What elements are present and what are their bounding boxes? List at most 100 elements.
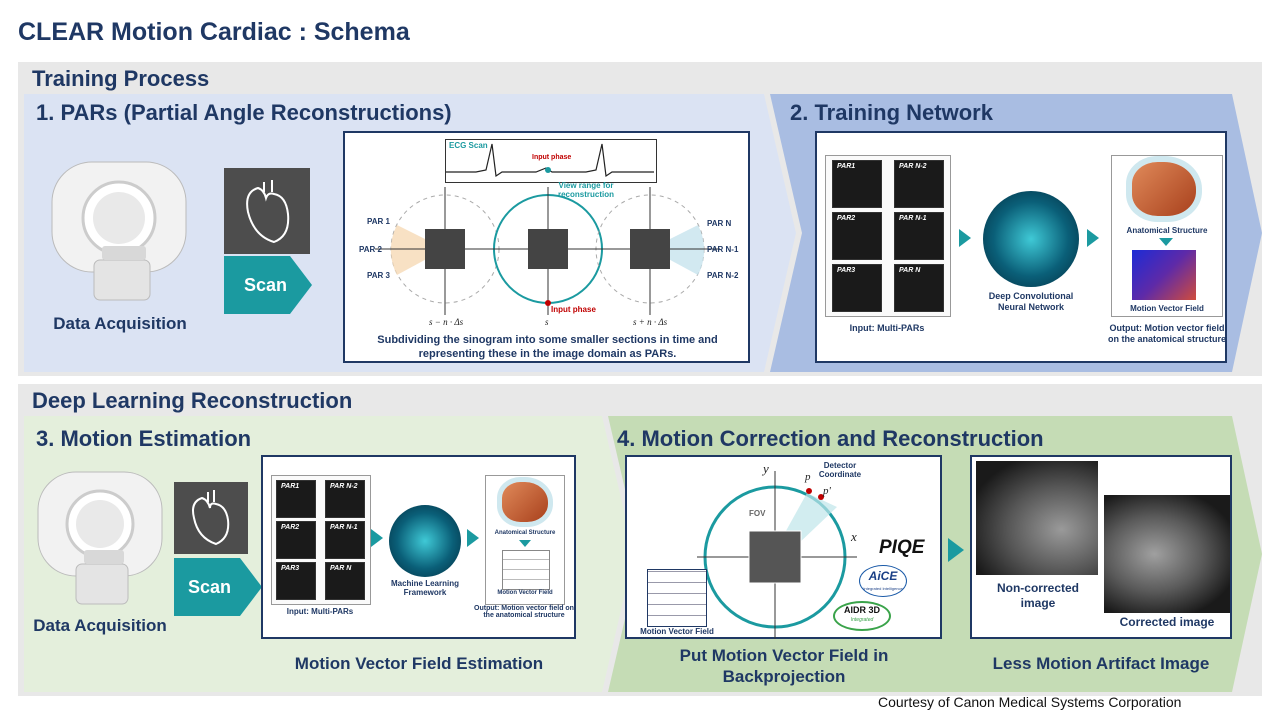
motion-estimation-panel: PAR1 PAR N-2 PAR2 PAR N-1 PAR3 PAR N Inp… [261,455,576,639]
axis-label-mid: s [545,317,549,327]
ecg-input-phase: Input phase [532,154,572,161]
fov-label: FOV [749,509,766,518]
mvf-cube-image [647,569,707,627]
par-thumb: PAR N-1 [894,212,944,260]
view-range-label: View range for reconstruction [557,181,614,199]
down-arrow-icon [519,540,531,547]
par-left-2: PAR 2 [359,245,382,254]
heart-3d-image [1132,162,1196,216]
arrow-right-icon [948,538,964,562]
par-right-1: PAR N [707,219,732,228]
output-box: Anatomical Structure Motion Vector Field [1111,155,1223,317]
par-thumb: PAR N-2 [894,160,944,208]
par-thumb: PAR3 [276,562,316,600]
network-label: Machine Learning Framework [390,579,459,597]
anatomical-label: Anatomical Structure [1126,226,1208,235]
arrow-right-icon [959,229,971,247]
piqe-label: PIQE [879,537,925,558]
scan-label: Scan [188,576,232,597]
corrected-image [1104,495,1230,613]
axis-label-left: s − n · Δs [429,317,464,327]
sinogram-diagram [375,187,720,315]
step4-title: 4. Motion Correction and Reconstruction [617,426,1044,451]
corrected-label: Corrected image [1119,615,1215,629]
results-panel: Non-corrected image Corrected image [970,455,1232,639]
scan-label: Scan [244,274,288,295]
heart-3d-image [502,482,548,522]
par-left-3: PAR 3 [367,271,390,280]
par-thumb: PAR N [325,562,365,600]
mvf-label: Motion Vector Field [497,590,553,596]
heart-icon [174,482,248,554]
down-arrow-icon [1159,238,1173,246]
ct-scanner-image [30,464,170,614]
step3-title: 3. Motion Estimation [36,426,252,451]
par-thumb: PAR N-2 [325,480,365,518]
mvf-image [1132,250,1196,300]
backprojection-caption: Put Motion Vector Field in Backprojectio… [679,646,889,686]
par-right-3: PAR N-2 [707,271,739,280]
pars-panel: ECG Scan Input phase View range for reco… [343,131,750,363]
noncorrected-image [976,461,1098,575]
training-network-panel: PAR1 PAR N-2 PAR2 PAR N-1 PAR3 PAR N Inp… [815,131,1227,363]
input-phase-bottom: Input phase [551,305,596,314]
point-p-prime: p' [823,485,831,497]
page-title: CLEAR Motion Cardiac : Schema [18,18,410,46]
arrow-right-icon [1087,229,1099,247]
data-acquisition-label: Data Acquisition [33,616,167,635]
aidr-sub: Integrated [850,617,874,623]
training-section-title: Training Process [32,66,210,91]
axis-label-right: s + n · Δs [633,317,668,327]
par-thumb: PAR1 [276,480,316,518]
point-p: p [805,471,811,483]
heart-icon [224,168,310,254]
par-thumb: PAR N [894,264,944,312]
ecg-scan-label: ECG Scan [449,141,488,150]
dlr-section-title: Deep Learning Reconstruction [32,388,353,413]
mvf-grid-image [502,550,550,590]
input-multi-pars: Input: Multi-PARs [286,607,354,616]
par-thumb: PAR3 [832,264,882,312]
ct-scanner-image [44,152,194,312]
mvf-label: Motion Vector Field [640,627,714,636]
arrow-right-icon [371,529,383,547]
mvf-estimation-caption: Motion Vector Field Estimation [294,654,544,673]
step2-title: 2. Training Network [790,100,993,125]
input-multi-pars: Input: Multi-PARs [849,323,925,333]
data-acquisition-label: Data Acquisition [53,314,187,333]
aidr-label: AIDR 3D [843,605,880,615]
par-grid: PAR1 PAR N-2 PAR2 PAR N-1 PAR3 PAR N [271,475,371,605]
ecg-box: ECG Scan Input phase [445,139,657,183]
motion-correction-panel: y x p p' Detector Coordinate FOV PIQE Ai… [625,455,942,639]
backprojection-diagram [697,471,857,639]
aice-label: AiCE [868,569,898,583]
output-label: Output: Motion vector field on the anato… [1107,323,1227,344]
aidr-logo: AIDR 3D Integrated [833,601,891,631]
par-thumb: PAR2 [832,212,882,260]
par-thumb: PAR N-1 [325,521,365,559]
pars-caption: Subdividing the sinogram into some small… [377,334,718,360]
axis-y: y [763,461,769,476]
anatomical-label: Anatomical Structure [494,530,556,536]
scan-arrow: Scan [174,558,262,616]
par-right-2: PAR N-1 [707,245,739,254]
detector-label: Detector Coordinate [818,461,862,479]
mvf-label: Motion Vector Field [1130,304,1204,313]
output-label: Output: Motion vector field on the anato… [474,605,574,619]
par-thumb: PAR2 [276,521,316,559]
arrow-right-icon [467,529,479,547]
step1-title: 1. PARs (Partial Angle Reconstructions) [36,100,452,125]
aice-logo: AiCE Integrated Intelligence [859,565,907,597]
output-box: Anatomical Structure Motion Vector Field [485,475,565,605]
par-grid: PAR1 PAR N-2 PAR2 PAR N-1 PAR3 PAR N [825,155,951,317]
noncorrected-label: Non-corrected image [996,581,1079,610]
par-thumb: PAR1 [832,160,882,208]
network-label: Deep Convolutional Neural Network [988,291,1074,312]
aice-sub: Integrated Intelligence [863,586,903,591]
axis-x: x [851,529,857,544]
courtesy-note: Courtesy of Canon Medical Systems Corpor… [878,694,1182,710]
brain-network-icon [389,505,461,577]
brain-network-icon [983,191,1079,287]
par-left-1: PAR 1 [367,217,390,226]
less-artifact-caption: Less Motion Artifact Image [992,654,1210,673]
